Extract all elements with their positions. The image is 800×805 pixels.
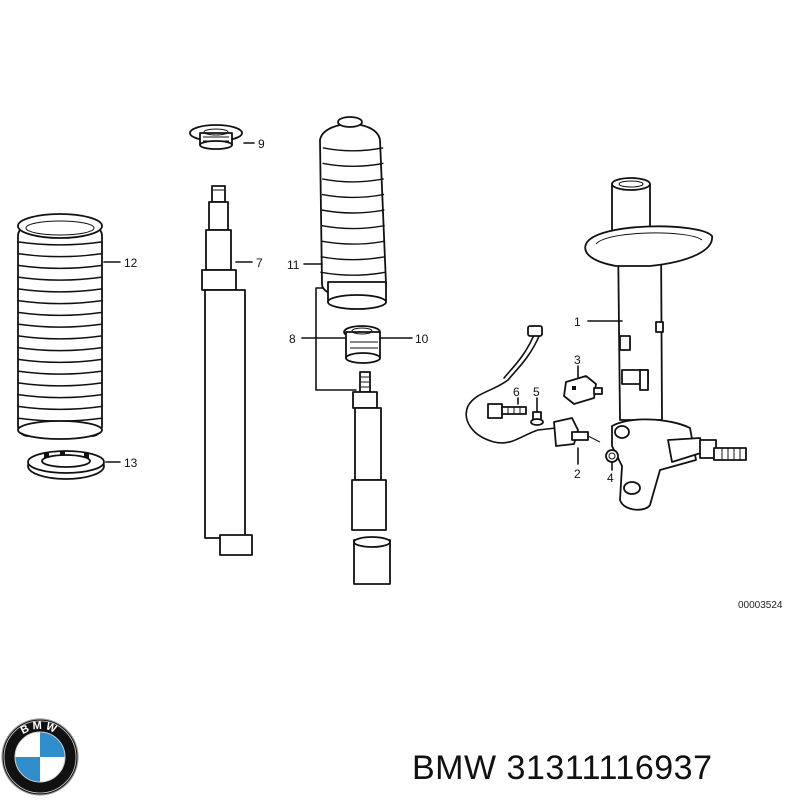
callout-6: 6 [513,385,520,399]
ring-part-4 [605,449,619,463]
bellows-ridge [17,323,103,328]
bushing-part-10 [343,325,381,364]
callout-3: 3 [574,353,581,367]
svg-text:BMW: BMW [19,720,61,737]
leader-lines [103,142,623,471]
clip-part-3 [563,375,603,405]
bellows-ridge [17,393,103,399]
bellows-ridge [17,299,103,305]
collar-part-9 [189,124,243,150]
callout-4: 4 [607,471,614,485]
shock-cartridge-part-8 [351,371,391,585]
bellows-ridge [17,288,103,293]
bellows-ridge [17,311,103,317]
callout-8: 8 [289,332,296,346]
bellows-ridge [17,405,103,411]
bellows-ridge [322,147,384,152]
bellows-ridge [322,162,384,168]
brand-name: BMW [412,749,497,787]
bellows-ridge [17,382,103,387]
callout-10: 10 [415,332,429,346]
callout-2: 2 [574,467,581,481]
bellows-ridge [17,276,103,281]
bellows-ridge [17,346,103,352]
bellows-ridge [322,178,384,183]
callout-5: 5 [533,385,540,399]
callout-labels: 12 13 9 7 11 8 10 1 3 6 5 2 4 00003524 [124,137,783,611]
bellows-ridge [17,264,103,270]
bellows-boot-part-11 [319,116,387,310]
bmw-logo: BMW [1,718,79,796]
bellows-ridge [320,255,386,261]
bolt-part-6 [487,403,527,419]
bellows-ridge [320,240,386,245]
bellows-ridge [17,370,103,375]
strut-tube-part-1 [584,177,747,511]
bmw-logo-letters: BMW [19,720,58,737]
bellows-ridge [17,252,103,258]
bellows-ridge [321,209,385,214]
callout-13: 13 [124,456,138,470]
callout-12: 12 [124,256,138,270]
part-number: 31311116937 [507,749,713,787]
callout-11: 11 [287,258,300,272]
bellows-ridge [321,224,385,230]
bellows-ridge [17,241,103,246]
bellows-ridge [17,358,103,364]
bellows-ridge [321,193,385,199]
abs-sensor-cable-part-2 [465,325,601,447]
bellows-boot-part-12 [17,213,103,440]
callout-7: 7 [256,256,263,270]
brand-caption: BMW 31311116937 [412,749,712,787]
callout-9: 9 [258,137,265,151]
bellows-ridge [17,335,103,340]
shock-absorber-part-7 [201,185,253,556]
bracket-line-8 [315,287,357,391]
bellows-ridge [320,271,386,276]
callout-1: 1 [574,315,581,329]
washer-part-5 [530,411,544,426]
washer-part-13 [27,450,105,480]
drawing-number: 00003524 [738,600,783,611]
